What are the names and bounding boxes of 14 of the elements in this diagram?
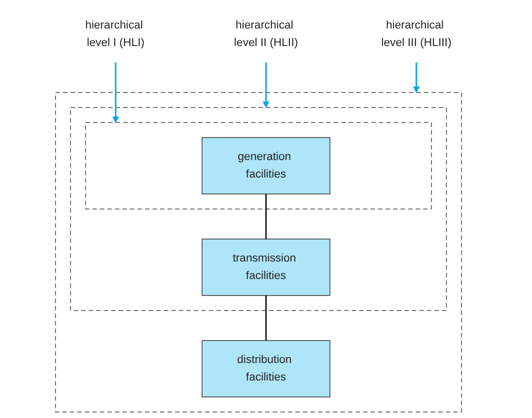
arrow bbox=[262, 62, 270, 108]
arrow bbox=[112, 62, 119, 123]
arrow bbox=[413, 62, 420, 93]
node-text: hierarchical level I (HLI) bbox=[85, 18, 144, 48]
connector bbox=[265, 194, 267, 240]
node-box: generation facilities bbox=[202, 137, 330, 194]
connector bbox=[265, 295, 267, 341]
cluster bbox=[85, 122, 432, 210]
node-box: transmission facilities bbox=[202, 238, 330, 296]
cluster bbox=[70, 107, 447, 311]
node-text: hierarchical level III (HLIII) bbox=[381, 18, 452, 48]
node-box: distribution facilities bbox=[202, 340, 330, 398]
cluster bbox=[55, 92, 462, 412]
node-text: hierarchical level II (HLII) bbox=[234, 18, 298, 48]
